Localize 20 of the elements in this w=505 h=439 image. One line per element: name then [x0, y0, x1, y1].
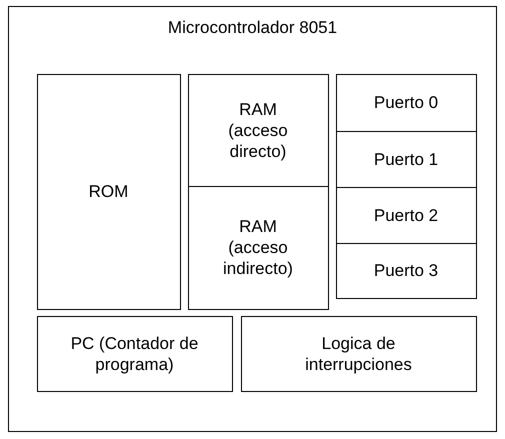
block-label: Puerto 3	[374, 260, 438, 281]
block-label: Puerto 1	[374, 148, 438, 170]
block-label: Puerto 0	[374, 92, 438, 113]
block-box	[188, 186, 328, 310]
block-label: RAM (acceso directo)	[227, 98, 289, 162]
block-box	[36, 316, 232, 392]
block-label: PC (Contador de programa)	[70, 332, 200, 374]
block-label: Puerto 2	[374, 204, 438, 226]
microcontroller-frame	[8, 6, 497, 432]
block-box	[336, 130, 476, 188]
block-box	[336, 186, 476, 244]
block-box	[336, 242, 476, 298]
block-box	[240, 316, 476, 392]
block-box	[188, 74, 328, 186]
block-label: Logica de interrupciones	[304, 332, 413, 374]
group-label: Microcontrolador 8051	[168, 17, 338, 38]
block-box	[36, 74, 180, 310]
block-box	[336, 74, 476, 132]
block-label: ROM	[88, 181, 128, 202]
block-label: RAM (acceso indirecto)	[222, 216, 294, 279]
